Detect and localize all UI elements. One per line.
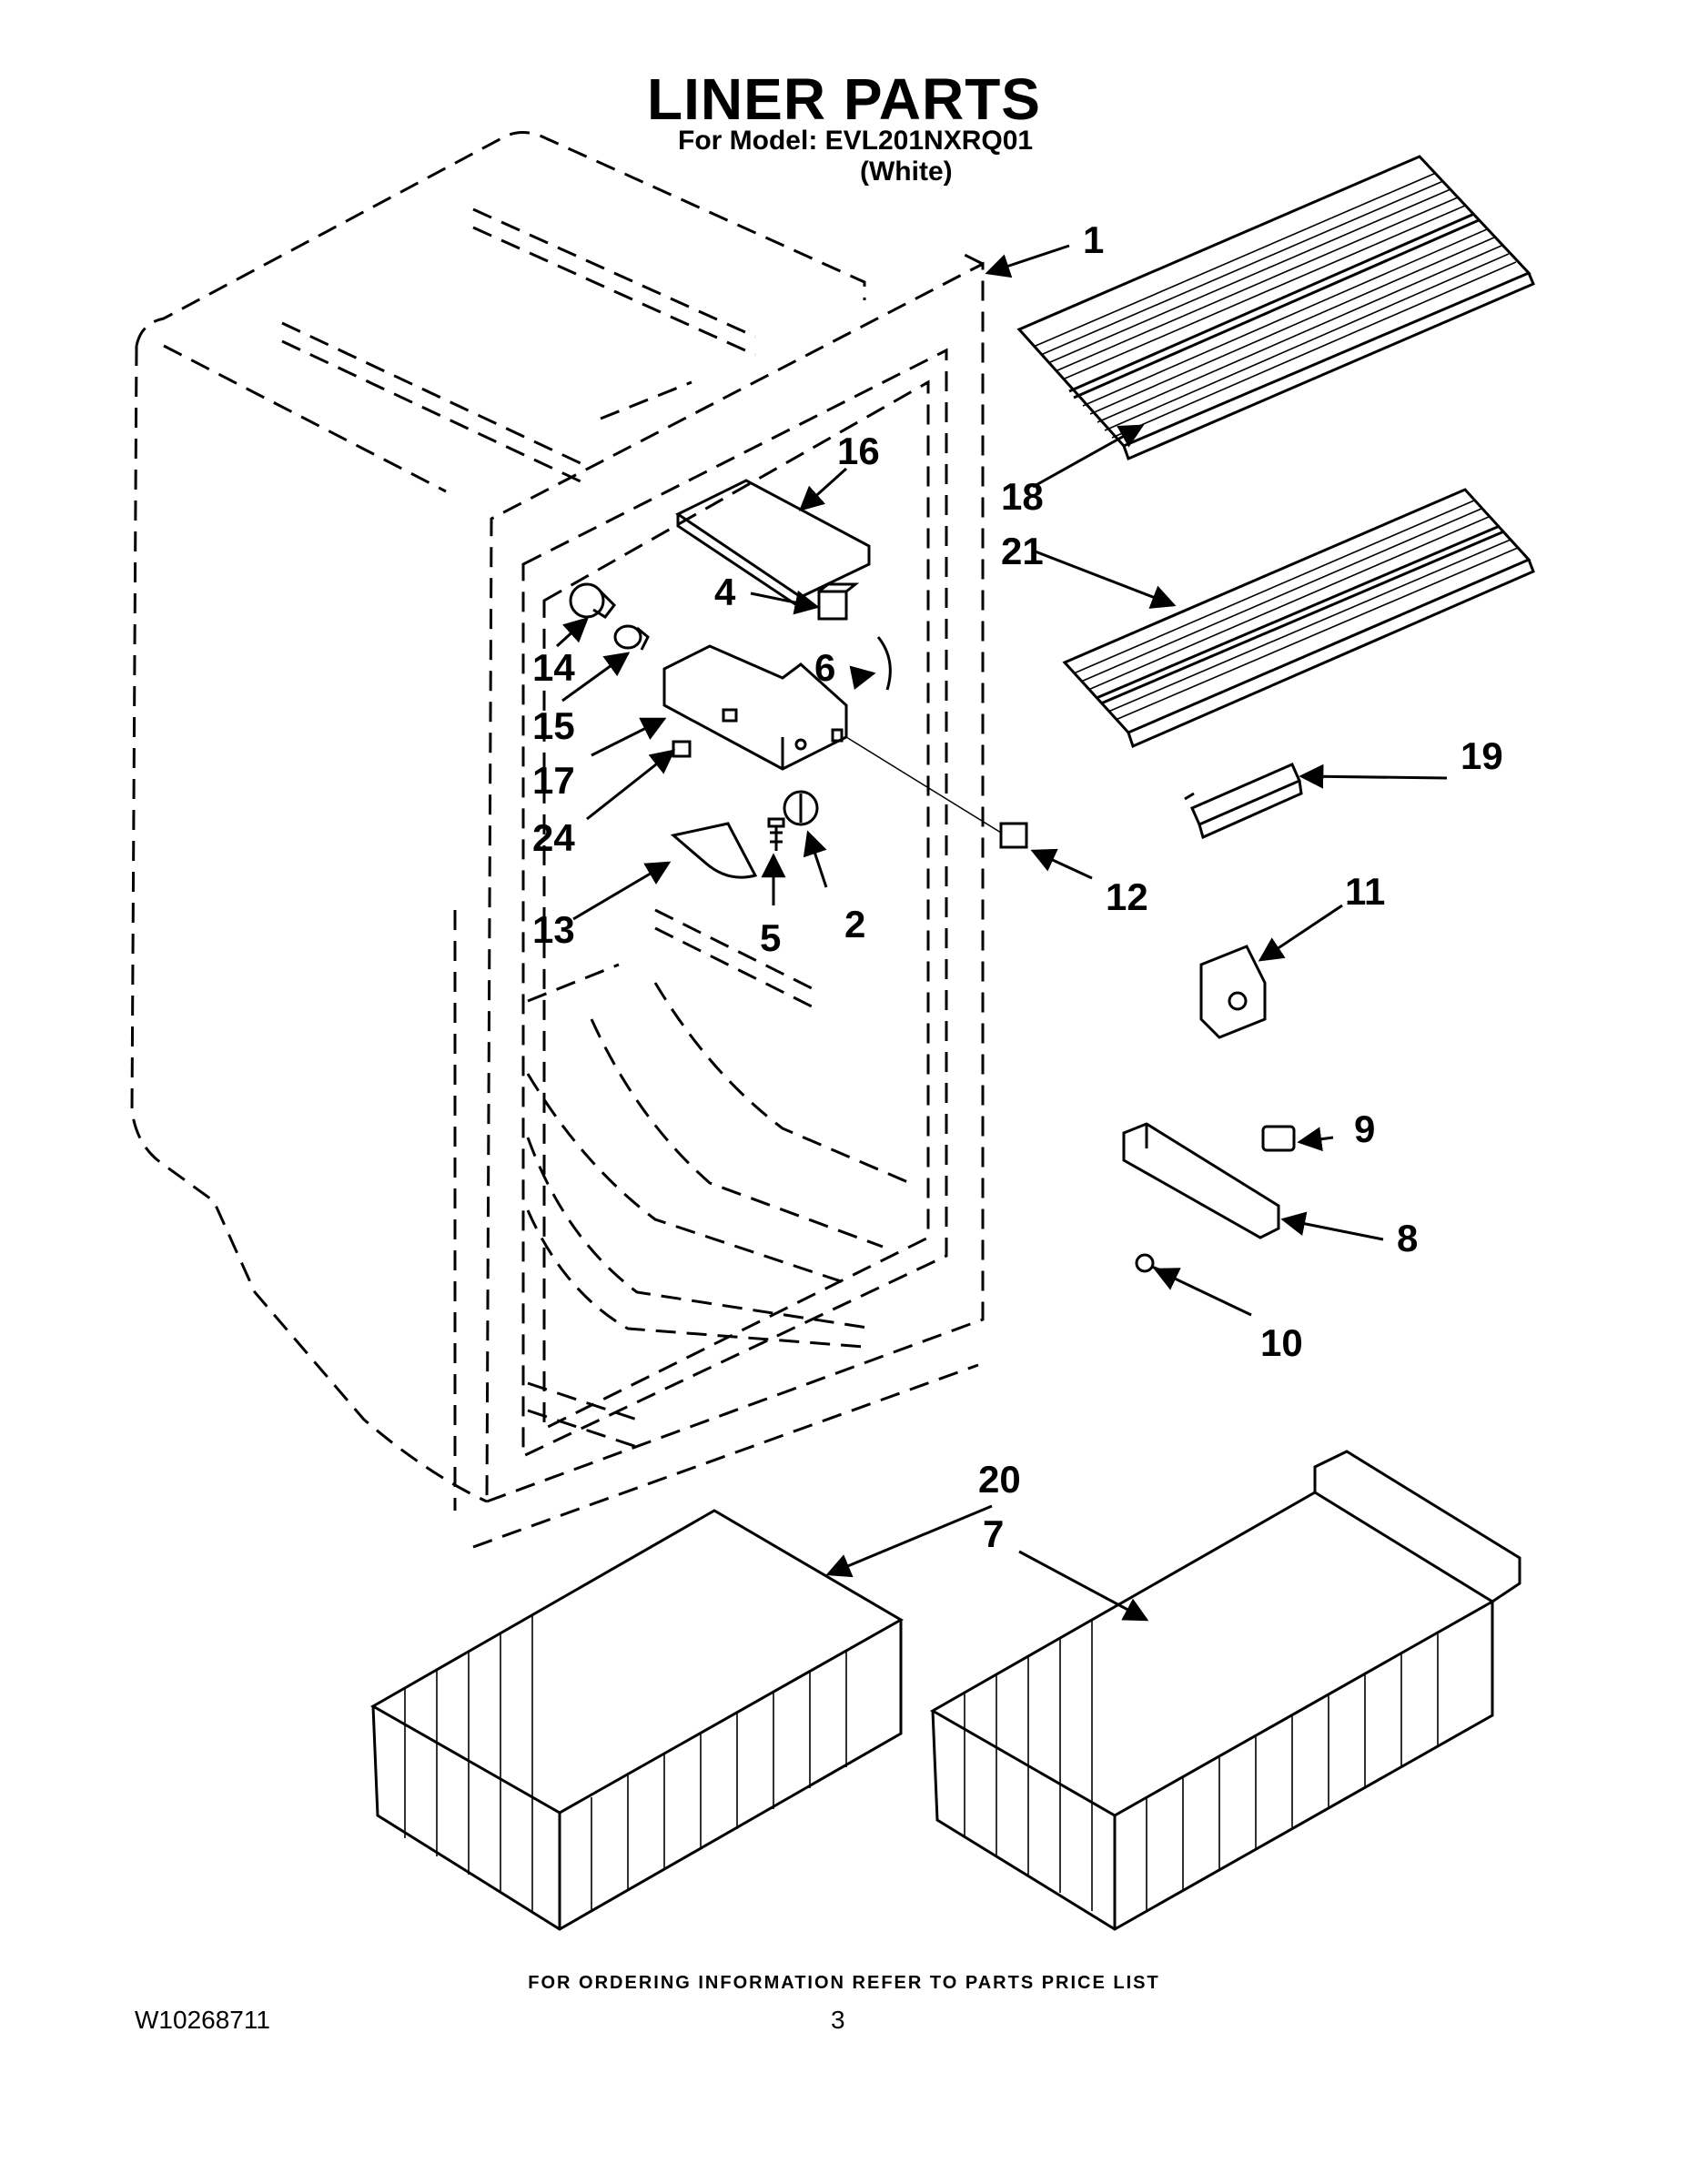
callout-20: 20 bbox=[978, 1458, 1021, 1501]
callout-7: 7 bbox=[983, 1512, 1004, 1555]
small-switch bbox=[672, 740, 692, 758]
lamp-socket bbox=[613, 624, 650, 651]
callout-16: 16 bbox=[837, 430, 880, 472]
callout-21: 21 bbox=[1001, 530, 1044, 572]
callout-18: 18 bbox=[1001, 475, 1044, 518]
control-knob bbox=[783, 790, 819, 826]
control-housing bbox=[662, 644, 848, 771]
callout-5: 5 bbox=[760, 916, 781, 959]
callout-9: 9 bbox=[1354, 1107, 1375, 1150]
callout-13: 13 bbox=[532, 908, 575, 951]
callout-11: 11 bbox=[1345, 870, 1385, 913]
callout-10: 10 bbox=[1260, 1321, 1303, 1364]
screw bbox=[767, 817, 785, 851]
page-number: 3 bbox=[831, 2006, 845, 2034]
trim-channel bbox=[1122, 1122, 1280, 1239]
socket bbox=[817, 582, 860, 621]
door-switch bbox=[845, 736, 1028, 849]
callout-24: 24 bbox=[532, 816, 575, 859]
callout-12: 12 bbox=[1106, 875, 1148, 918]
shelf-bracket bbox=[1184, 763, 1303, 840]
wire-clip bbox=[876, 636, 892, 691]
leader-arrows bbox=[555, 244, 1448, 1622]
control-cover bbox=[670, 822, 758, 879]
thermostat bbox=[1199, 945, 1267, 1039]
page-title: LINER PARTS bbox=[647, 66, 1041, 132]
callout-4: 4 bbox=[714, 571, 736, 613]
basket-right-wires bbox=[964, 1620, 1439, 1911]
cabinet-liner bbox=[130, 131, 985, 1549]
light-bulb bbox=[569, 582, 616, 619]
callout-17: 17 bbox=[532, 759, 575, 802]
callout-15: 15 bbox=[532, 704, 575, 747]
shelf-middle-wires bbox=[1073, 500, 1519, 721]
model-line: For Model: EVL201NXRQ01 bbox=[678, 126, 1034, 156]
shelf-top-wires bbox=[1035, 172, 1517, 439]
callout-8: 8 bbox=[1397, 1217, 1418, 1259]
basket-right bbox=[929, 1450, 1521, 1931]
trim-screw bbox=[1135, 1253, 1170, 1276]
basket-left bbox=[369, 1509, 905, 1931]
callout-19: 19 bbox=[1461, 734, 1503, 777]
callout-14: 14 bbox=[532, 646, 575, 689]
ordering-note: FOR ORDERING INFORMATION REFER TO PARTS … bbox=[528, 1973, 1160, 1993]
light-shield bbox=[675, 479, 871, 611]
wire-shelf-middle bbox=[1062, 488, 1535, 749]
wire-shelf-top bbox=[1016, 155, 1535, 461]
callout-6: 6 bbox=[814, 646, 835, 689]
basket-left-wires bbox=[404, 1615, 847, 1911]
trim-plug bbox=[1261, 1125, 1296, 1152]
color-line: (White) bbox=[860, 157, 953, 187]
callout-2: 2 bbox=[844, 903, 865, 945]
callout-1: 1 bbox=[1083, 218, 1104, 261]
document-number: W10268711 bbox=[135, 2006, 270, 2034]
